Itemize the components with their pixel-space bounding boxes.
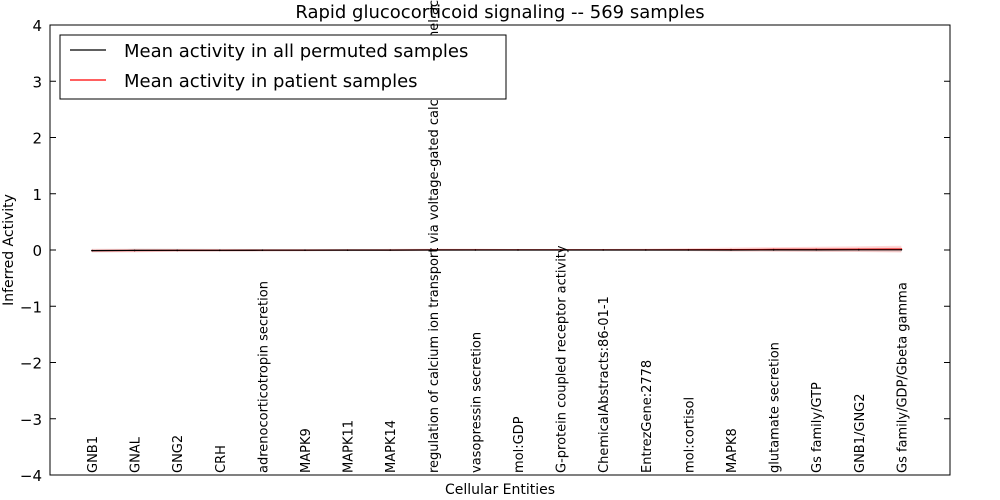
y-axis-label: Inferred Activity <box>1 194 17 306</box>
x-tick-label: mol:cortisol <box>682 397 697 473</box>
series-0-point <box>133 249 136 252</box>
series-0-point <box>815 249 817 251</box>
series-0-point <box>687 249 690 251</box>
y-tick-label: −1 <box>20 298 42 316</box>
series-0-point <box>858 249 860 251</box>
y-axis: −4 −3 −2 −1 0 1 2 3 4 <box>20 17 950 485</box>
x-tick-label: GNAL <box>129 436 144 473</box>
series-0-point <box>517 249 519 251</box>
y-tick-label: 3 <box>32 73 42 91</box>
x-tick-label: GNG2 <box>171 435 186 473</box>
series-0-point <box>645 249 647 251</box>
series-lines <box>91 248 903 252</box>
series-band-1 <box>92 245 902 253</box>
series-line-0 <box>91 249 902 252</box>
series-0-point <box>559 249 562 251</box>
series-0-point <box>304 249 306 251</box>
x-tick-label: GNB1 <box>86 436 101 473</box>
legend: Mean activity in all permuted samples Me… <box>59 34 507 100</box>
x-tick-label: mol:GDP <box>512 416 527 473</box>
series-0-point <box>900 248 903 251</box>
series-0-point <box>474 249 477 251</box>
legend-label-permuted: Mean activity in all permuted samples <box>124 41 468 62</box>
x-tick-label: ChemicalAbstracts:86-01-1 <box>597 296 612 473</box>
series-0-point <box>346 249 349 251</box>
series-0-point <box>602 249 604 251</box>
x-tick-label: MAPK9 <box>299 428 314 473</box>
x-tick-label: GNB1/GNG2 <box>853 393 868 473</box>
x-tick-label: Gs family/GTP <box>810 382 825 473</box>
x-tick-label: adrenocorticotropin secretion <box>256 281 271 473</box>
series-0-point <box>219 249 221 252</box>
series-0-point <box>389 249 392 251</box>
y-tick-label: 2 <box>32 130 42 148</box>
y-tick-label: −2 <box>20 355 42 373</box>
y-tick-label: −3 <box>20 411 42 429</box>
x-tick-label: MAPK8 <box>725 428 740 473</box>
x-tick-label: G-protein coupled receptor activity <box>555 245 570 473</box>
series-0-point <box>261 249 264 252</box>
series-0-point <box>432 249 434 251</box>
x-tick-label: regulation of calcium ion transport via … <box>427 0 442 473</box>
legend-label-patient: Mean activity in patient samples <box>124 71 418 92</box>
y-tick-label: 4 <box>32 17 42 35</box>
x-tick-label: MAPK11 <box>342 420 357 473</box>
x-tick-label: MAPK14 <box>384 420 399 473</box>
x-tick-label: EntrezGene:2778 <box>640 360 655 473</box>
series-0-point <box>730 249 732 251</box>
x-tick-label: vasopressin secretion <box>469 332 484 473</box>
series-0-point <box>772 249 775 251</box>
chart-title: Rapid glucocorticoid signaling -- 569 sa… <box>295 2 704 23</box>
y-tick-label: 0 <box>32 242 42 260</box>
y-tick-label: −4 <box>20 467 42 485</box>
x-tick-label: glutamate secretion <box>768 342 783 473</box>
x-axis-label: Cellular Entities <box>445 482 555 498</box>
series-0-point <box>176 249 178 252</box>
x-tick-label: CRH <box>214 445 229 473</box>
legend-box <box>59 34 507 100</box>
x-tick-labels: GNB1 GNAL GNG2 CRH adrenocorticotropin secre… <box>86 0 910 473</box>
y-tick-label: 1 <box>32 186 42 204</box>
series-0-point <box>91 249 93 252</box>
x-tick-label: Gs family/GDP/Gbeta gamma <box>895 282 910 473</box>
